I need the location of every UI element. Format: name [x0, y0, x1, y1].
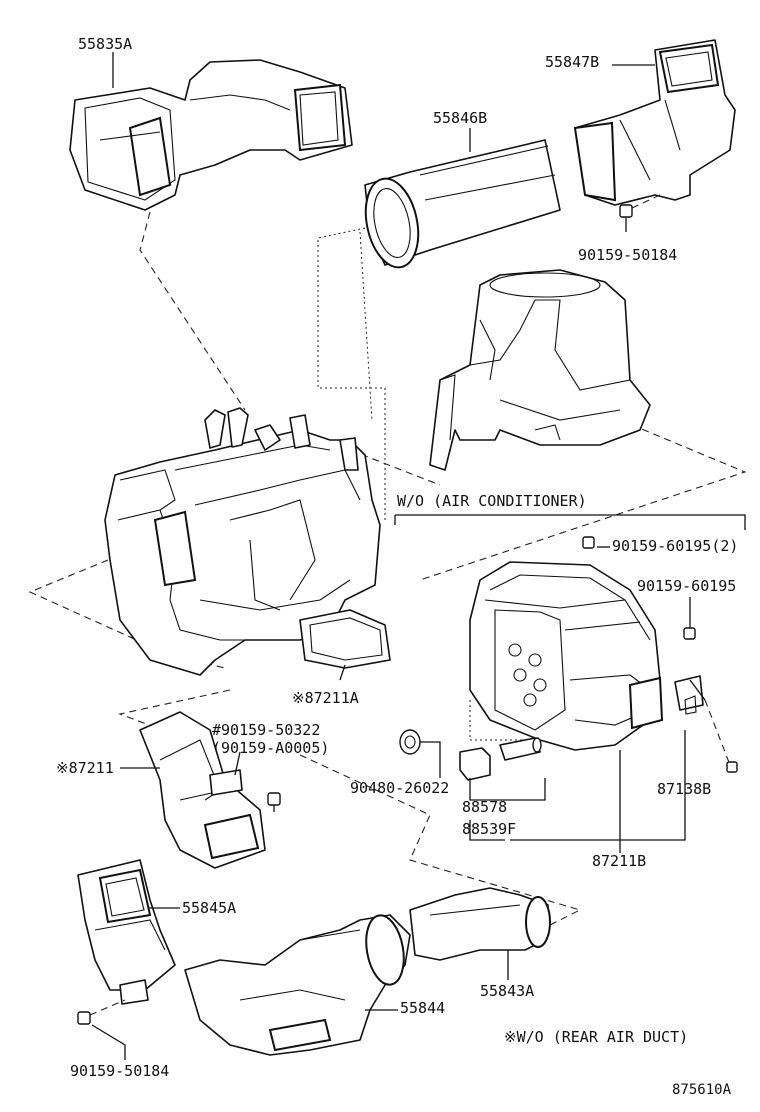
part-55843A-duct	[409, 887, 551, 961]
label-90159-60195: 90159-60195	[637, 577, 737, 595]
label-87211: ※87211	[56, 759, 114, 777]
part-heater-unit	[104, 407, 381, 676]
part-55845A-duct	[77, 859, 176, 1005]
label-90159-50184-bottom: 90159-50184	[70, 1062, 170, 1080]
bolts-90159-60195	[582, 536, 696, 640]
label-90480-26022: 90480-26022	[350, 779, 450, 797]
part-87211-duct	[139, 711, 266, 869]
label-55845A: 55845A	[182, 899, 237, 917]
label-87211A: ※87211A	[292, 689, 359, 707]
label-wo-air-conditioner: W/O (AIR CONDITIONER)	[397, 492, 587, 510]
label-55847B: 55847B	[545, 53, 600, 71]
bolt-90159-50322	[267, 792, 281, 812]
label-55844: 55844	[400, 999, 446, 1017]
label-90159-50322: #90159-50322	[212, 721, 321, 739]
part-90480-26022-grommet	[399, 729, 421, 755]
part-55846B-tube	[364, 139, 561, 269]
label-90159-50184-top: 90159-50184	[578, 246, 678, 264]
part-87211A-duct	[299, 609, 391, 669]
diagram-id: 875610A	[672, 1082, 732, 1098]
bolt-90159-50184-top	[619, 194, 661, 232]
label-wo-rear-air-duct: ※W/O (REAR AIR DUCT)	[504, 1028, 689, 1046]
part-55844-duct	[184, 914, 411, 1056]
label-88578: 88578	[462, 798, 508, 816]
part-55847B-duct	[573, 39, 736, 206]
label-90159-60195-2: 90159-60195(2)	[612, 537, 739, 555]
label-55835A: 55835A	[78, 35, 133, 53]
label-88539F: 88539F	[462, 820, 517, 838]
part-87211B-unit	[469, 561, 664, 751]
label-55843A: 55843A	[480, 982, 535, 1000]
part-87138B-connector	[674, 675, 738, 773]
label-87138B: 87138B	[657, 780, 712, 798]
part-blower-housing	[429, 269, 651, 471]
part-55835A-duct	[69, 59, 353, 211]
leader-lines	[91, 52, 746, 1060]
label-55846B: 55846B	[433, 109, 488, 127]
label-90159-A0005: (90159-A0005)	[212, 739, 330, 757]
bolt-90159-50184-bottom	[77, 999, 126, 1025]
part-88578-and-88539F	[459, 737, 542, 781]
label-87211B: 87211B	[592, 852, 647, 870]
